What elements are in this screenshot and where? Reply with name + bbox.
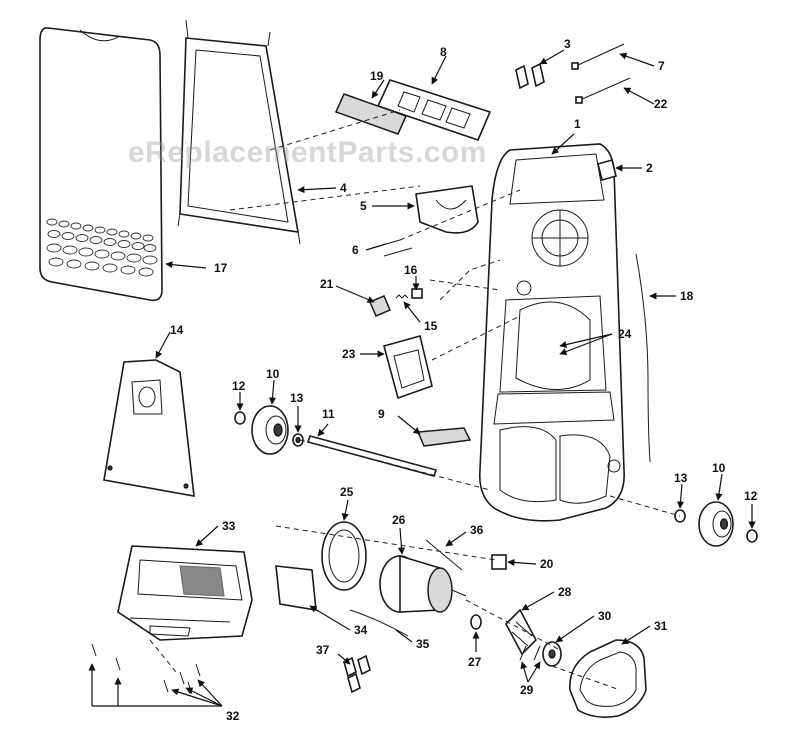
part-27-bushing — [470, 614, 482, 630]
callout-21: 21 — [320, 277, 334, 291]
part-32-screws — [91, 643, 201, 695]
callout-24: 24 — [618, 327, 632, 341]
part-19-filter — [334, 93, 408, 135]
part-33-base — [117, 545, 253, 641]
callout-28: 28 — [558, 585, 572, 599]
callout-2: 2 — [646, 161, 653, 175]
leader-lines — [88, 49, 756, 707]
callout-10-left: 10 — [266, 367, 280, 381]
part-2-switch — [597, 159, 617, 181]
callout-12-left: 12 — [232, 379, 246, 393]
part-17-front-cover — [39, 27, 163, 302]
part-35-wire — [349, 609, 409, 637]
callout-9: 9 — [378, 407, 385, 421]
part-16-cap — [411, 288, 423, 299]
callout-8: 8 — [440, 45, 447, 59]
callout-5: 5 — [360, 199, 367, 213]
part-10-wheel-right — [698, 501, 734, 547]
callout-36: 36 — [470, 523, 484, 537]
part-6-screws — [371, 239, 413, 257]
part-7-cable-tie — [571, 43, 625, 70]
part-26-motor — [379, 554, 467, 613]
part-29-screws — [519, 645, 541, 661]
part-31-belt — [569, 639, 647, 718]
callout-10-right: 10 — [712, 461, 726, 475]
callout-30: 30 — [598, 609, 612, 623]
part-11-axle — [306, 435, 438, 477]
callout-18: 18 — [680, 289, 694, 303]
part-22-cable-tie — [575, 77, 631, 104]
part-14-bag-panel — [103, 359, 195, 497]
part-3-wire-nuts — [515, 62, 545, 90]
part-1-main-housing — [478, 143, 625, 522]
callout-14: 14 — [170, 323, 184, 337]
part-8-filter-frame — [376, 79, 492, 141]
callout-13-left: 13 — [290, 391, 304, 405]
callout-labels: 1 2 3 4 5 6 7 8 9 10 10 11 12 12 13 13 1… — [170, 37, 758, 723]
callout-34: 34 — [354, 623, 368, 637]
callout-35: 35 — [416, 637, 430, 651]
callout-7: 7 — [658, 59, 665, 73]
part-10-wheel-left — [251, 405, 289, 455]
part-12-cap-right — [746, 529, 758, 543]
part-18-strip — [635, 253, 651, 463]
part-20-pad — [491, 554, 507, 570]
callout-11: 11 — [322, 407, 335, 421]
callout-33: 33 — [222, 519, 236, 533]
part-36-cable-tie — [425, 539, 463, 571]
callout-16: 16 — [404, 263, 418, 277]
part-23-cord-holder — [383, 335, 433, 400]
callout-29: 29 — [520, 683, 534, 697]
callout-13-right: 13 — [674, 471, 688, 485]
part-12-cap-left — [234, 411, 246, 425]
callout-23: 23 — [342, 347, 356, 361]
part-30-fan-cap — [542, 641, 562, 667]
callout-27: 27 — [468, 655, 482, 669]
callout-22: 22 — [654, 97, 668, 111]
callout-25: 25 — [340, 485, 354, 499]
callout-32: 32 — [226, 709, 240, 723]
callout-20: 20 — [540, 557, 554, 571]
callout-19: 19 — [370, 69, 384, 83]
assembly-lines — [149, 109, 681, 691]
part-15-spring — [395, 294, 409, 299]
callout-37: 37 — [316, 643, 330, 657]
part-5-bracket — [415, 185, 479, 234]
callout-15: 15 — [424, 319, 438, 333]
callout-17: 17 — [214, 261, 228, 275]
part-13-washer-left — [292, 433, 304, 447]
callout-31: 31 — [654, 619, 668, 633]
callout-6: 6 — [352, 243, 359, 257]
callout-12-right: 12 — [744, 489, 758, 503]
part-9-gasket — [416, 427, 472, 447]
part-28-fan — [505, 608, 537, 656]
callout-4: 4 — [340, 181, 347, 195]
callout-1: 1 — [574, 117, 581, 131]
part-21-knob — [369, 295, 391, 317]
callout-26: 26 — [392, 513, 406, 527]
part-34-plate — [275, 565, 317, 611]
part-4-frame — [177, 19, 301, 245]
callout-3: 3 — [564, 37, 571, 51]
part-37-wire-nuts — [343, 654, 371, 694]
part-25-ring — [321, 521, 367, 591]
